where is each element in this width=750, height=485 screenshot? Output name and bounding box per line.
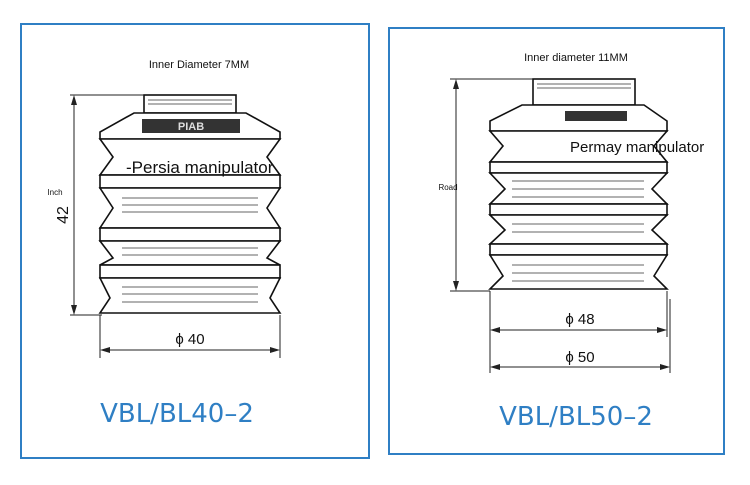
model-title: VBL/BL40–2 <box>100 399 254 429</box>
logo-plate <box>565 111 627 121</box>
width-outer-value: ϕ 50 <box>565 349 594 366</box>
logo-plate <box>142 119 240 133</box>
panel-vbl40: Inner Diameter 7MM PIAB <box>20 23 370 459</box>
brand-overlay: Permay manipulator <box>570 139 704 156</box>
height-dimension: Inch 42 <box>47 94 144 316</box>
width-outer-dimension: ϕ 50 <box>489 299 671 373</box>
logo-mark: PIAB <box>178 121 204 133</box>
width-dimension: ϕ 40 <box>99 315 281 358</box>
height-caption: Inch <box>47 188 62 197</box>
top-cap <box>143 94 237 114</box>
model-title: VBL/BL50–2 <box>499 402 653 432</box>
bellows-drawing-40: Inner Diameter 7MM PIAB <box>47 59 282 429</box>
height-caption: Road <box>438 183 457 192</box>
brand-overlay: -Persia manipulator <box>126 158 274 177</box>
height-value: 42 <box>55 206 72 224</box>
inner-diameter-label: Inner diameter 11MM <box>524 52 628 64</box>
top-cap <box>532 78 636 106</box>
height-dimension: Road <box>438 78 533 292</box>
width-inner-value: ϕ 48 <box>565 311 594 328</box>
bellows-body <box>487 104 670 290</box>
bellows-drawing-50: Inner diameter 11MM <box>438 52 704 432</box>
width-value: ϕ 40 <box>175 331 204 348</box>
bellows-body: PIAB <box>98 112 282 314</box>
width-inner-dimension: ϕ 48 <box>489 291 668 337</box>
inner-diameter-label: Inner Diameter 7MM <box>149 59 249 71</box>
panel-vbl50: Inner diameter 11MM <box>388 27 725 455</box>
